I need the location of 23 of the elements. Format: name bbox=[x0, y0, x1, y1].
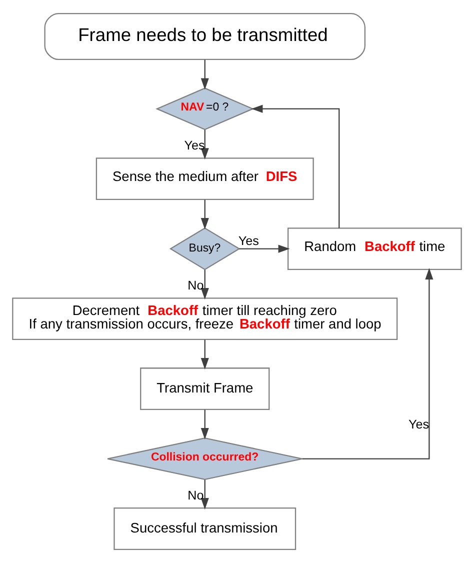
edge-label: No bbox=[188, 488, 204, 502]
node-box: Random Backoff time bbox=[287, 227, 462, 270]
arrow bbox=[200, 269, 209, 300]
arrow bbox=[200, 339, 209, 370]
arrow bbox=[200, 129, 209, 160]
edge-label: Yes bbox=[238, 234, 259, 248]
node-box: Successful transmission bbox=[114, 507, 296, 550]
edge-label: Yes bbox=[184, 138, 205, 152]
arrow bbox=[239, 244, 290, 252]
arrow bbox=[200, 409, 209, 440]
edge-label: Yes bbox=[408, 417, 430, 432]
node-box: Decrement Backoff timer till reaching zero If any transmission occurs, freeze Backoff timer and loop bbox=[12, 297, 398, 340]
arrow bbox=[251, 104, 340, 228]
arrow bbox=[200, 199, 209, 230]
node-diamond: NAV=0 ? bbox=[156, 87, 254, 130]
node-box: Transmit Frame bbox=[140, 367, 270, 410]
node-box: Frame needs to be transmitted bbox=[44, 12, 366, 60]
arrow bbox=[200, 59, 209, 90]
arrow bbox=[302, 267, 434, 459]
arrow bbox=[200, 479, 209, 509]
edge-label: No bbox=[188, 278, 204, 292]
node-box: Sense the medium after DIFS bbox=[96, 157, 314, 200]
node-diamond: Collision occurred? bbox=[106, 437, 303, 480]
